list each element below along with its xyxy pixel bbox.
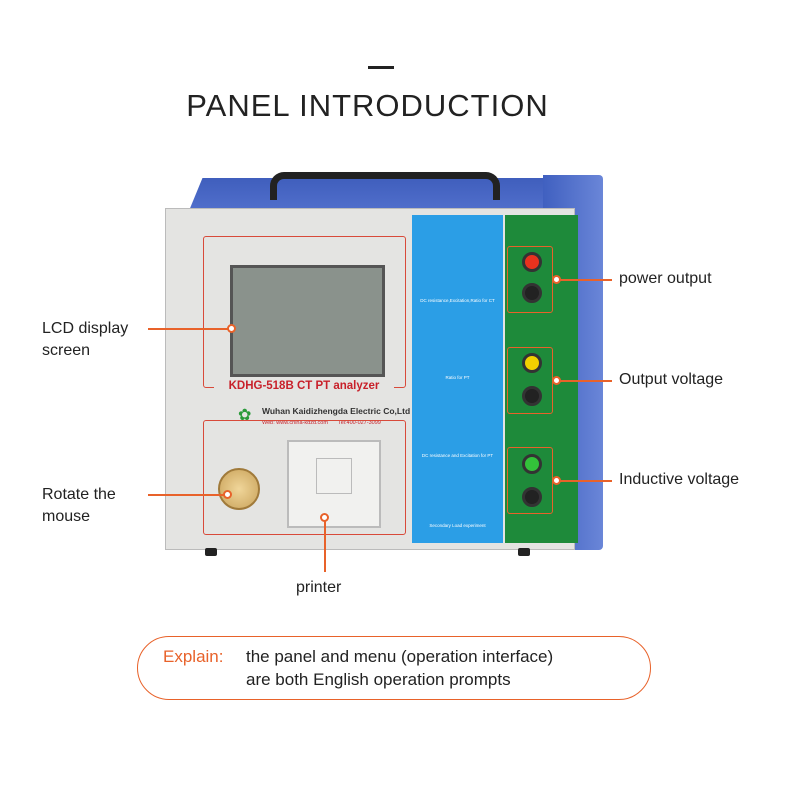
jack-m1[interactable] — [522, 353, 542, 373]
wiring-diagram-panel: DC resistance,Excitation,Ratio for CT Ra… — [412, 215, 503, 543]
jack-s1[interactable] — [522, 252, 542, 272]
title-dash — [368, 66, 394, 69]
model-label: KDHG-518B CT PT analyzer — [214, 380, 394, 392]
company-name: Wuhan Kaidizhengda Electric Co,Ltd — [262, 406, 411, 416]
callout-line — [148, 494, 226, 496]
terminal-panel — [505, 215, 578, 543]
explain-line2: are both English operation prompts — [246, 670, 511, 689]
lcd-screen — [230, 265, 385, 377]
foot — [518, 548, 530, 556]
callout-inductive: Inductive voltage — [619, 471, 740, 488]
company-web: Web: www.china-kdzd.com — [262, 420, 328, 426]
jack-s2[interactable] — [522, 283, 542, 303]
diagram-caption: DC resistance and Excitation for PT — [421, 453, 494, 458]
jack-p1[interactable] — [522, 454, 542, 474]
callout-dot — [227, 324, 236, 333]
callout-line — [324, 520, 326, 572]
callout-line — [148, 328, 230, 330]
callout-dot — [223, 490, 232, 499]
diagram-caption: Ratio for PT — [445, 375, 470, 380]
lower-frame — [203, 420, 406, 535]
callout-dot — [320, 513, 329, 522]
explain-label: Explain: — [163, 647, 224, 666]
callout-lcd: LCD display screen — [42, 320, 129, 359]
explain-line1: the panel and menu (operation interface) — [246, 647, 554, 666]
handle — [270, 172, 500, 200]
jack-m2[interactable] — [522, 386, 542, 406]
diagram-caption: DC resistance,Excitation,Ratio for CT — [420, 298, 495, 303]
callout-mouse: Rotate the mouse — [42, 486, 116, 525]
rotary-knob[interactable] — [218, 468, 260, 510]
jack-p2[interactable] — [522, 487, 542, 507]
printer — [287, 440, 381, 528]
logo-icon: ✿ — [238, 407, 252, 424]
callout-output: Output voltage — [619, 371, 724, 388]
diagram-caption: Secondary Load experiment — [429, 523, 486, 528]
callout-line — [560, 279, 612, 281]
callout-line — [560, 380, 612, 382]
foot — [205, 548, 217, 556]
company-tel: Tel:400-027-3099 — [338, 420, 381, 426]
page-title: PANEL INTRODUCTION — [186, 88, 549, 123]
callout-line — [560, 480, 612, 482]
explain-box: Explain: the panel and menu (operation i… — [137, 636, 651, 700]
callout-printer: printer — [296, 579, 342, 596]
callout-power: power output — [619, 270, 712, 287]
